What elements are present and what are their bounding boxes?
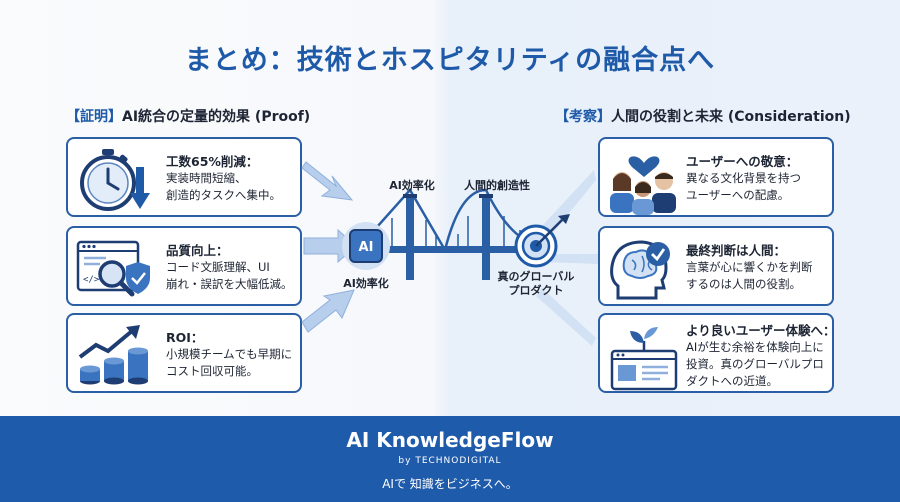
- card-line: ダクトへの近道。: [686, 374, 778, 388]
- window-plant-icon: [606, 323, 682, 391]
- growth-coins-chart-icon: [76, 323, 152, 391]
- card-line: 言葉が心に響くかを判断: [686, 260, 813, 274]
- card-line: 崩れ・誤訳を大幅低減。: [166, 277, 293, 291]
- target-icon: [514, 214, 570, 268]
- card-cost-reduction-text: 工数65%削減： 実装時間短縮、 創造的タスクへ集中。: [166, 153, 281, 204]
- card-line: 創造的タスクへ集中。: [166, 188, 281, 202]
- footer-banner: AI KnowledgeFlow by TECHNODIGITAL AIで 知識…: [0, 416, 900, 502]
- card-human-judgment-text: 最終判断は人間： 言葉が心に響くかを判断 するのは人間の役割。: [686, 242, 813, 293]
- stopwatch-down-arrow-icon: [76, 147, 152, 215]
- proof-heading: AI統合の定量的効果 (Proof): [122, 109, 311, 125]
- card-line: 小規模チームでも早期に: [166, 347, 293, 361]
- card-better-ux: より良いユーザー体験へ： AIが生む余裕を体験向上に 投資。真のグローバルプロ …: [598, 313, 836, 393]
- card-line: 投資。真のグローバルプロ: [686, 357, 824, 371]
- card-user-respect: ユーザーへの敬意： 異なる文化背景を持つ ユーザーへの配慮。: [598, 137, 834, 217]
- card-quality-improvement-text: 品質向上： コード文脈理解、UI 崩れ・誤訳を大幅低減。: [166, 242, 293, 293]
- consideration-section-label: 【考察】人間の役割と未来 (Consideration): [555, 106, 851, 126]
- proof-section-label: 【証明】AI統合の定量的効果 (Proof): [66, 106, 310, 126]
- ai-chip-text: AI: [359, 240, 374, 255]
- chip-label: AI効率化: [343, 277, 389, 290]
- target-label: 真のグローバル プロダクト: [486, 270, 586, 298]
- tower-right-label: 人間的創造性: [464, 179, 530, 192]
- target-label-line: 真のグローバル: [497, 270, 575, 283]
- card-title: 品質向上：: [166, 243, 229, 258]
- card-line: コスト回収可能。: [166, 364, 258, 378]
- card-line: 異なる文化背景を持つ: [686, 171, 801, 185]
- tower-left-label: AI効率化: [389, 179, 435, 192]
- convergence-arrows: [301, 161, 598, 346]
- bridge-diagram: AI: [301, 161, 598, 346]
- consideration-heading: 人間の役割と未来 (Consideration): [611, 109, 851, 125]
- card-line: ユーザーへの配慮。: [686, 188, 790, 202]
- card-title: ROI：: [166, 330, 204, 345]
- card-line: AIが生む余裕を体験向上に: [686, 340, 824, 354]
- card-human-judgment: 最終判断は人間： 言葉が心に響くかを判断 するのは人間の役割。: [598, 226, 834, 306]
- people-heart-icon: [606, 147, 682, 215]
- card-line: コード文脈理解、UI: [166, 260, 270, 274]
- card-user-respect-text: ユーザーへの敬意： 異なる文化背景を持つ ユーザーへの配慮。: [686, 153, 801, 204]
- card-title: より良いユーザー体験へ：: [686, 323, 836, 338]
- footer-brand: AI KnowledgeFlow: [346, 428, 554, 452]
- svg-text:</>: </>: [83, 275, 100, 285]
- card-cost-reduction: 工数65%削減： 実装時間短縮、 創造的タスクへ集中。: [66, 137, 302, 217]
- proof-bracket: 【証明】: [66, 109, 122, 125]
- footer-byline: by TECHNODIGITAL: [398, 456, 502, 466]
- consideration-bracket: 【考察】: [555, 109, 611, 125]
- card-better-ux-text: より良いユーザー体験へ： AIが生む余裕を体験向上に 投資。真のグローバルプロ …: [686, 322, 836, 390]
- card-line: 実装時間短縮、: [166, 171, 247, 185]
- target-label-line: プロダクト: [508, 284, 564, 297]
- card-quality-improvement: </> 品質向上： コード文脈理解、UI 崩れ・誤訳を大幅低減。: [66, 226, 302, 306]
- card-line: するのは人間の役割。: [686, 277, 801, 291]
- card-title: 工数65%削減：: [166, 154, 259, 169]
- slide-title: まとめ：技術とホスピタリティの融合点へ: [184, 45, 716, 76]
- footer-tagline: AIで 知識をビジネスへ。: [382, 477, 518, 491]
- head-brain-check-icon: [606, 236, 682, 304]
- ai-chip-icon: AI: [342, 222, 390, 270]
- card-title: 最終判断は人間：: [686, 243, 787, 258]
- card-roi: ROI： 小規模チームでも早期に コスト回収可能。: [66, 313, 302, 393]
- code-magnifier-shield-icon: </>: [76, 236, 152, 304]
- card-title: ユーザーへの敬意：: [686, 154, 799, 169]
- card-roi-text: ROI： 小規模チームでも早期に コスト回収可能。: [166, 329, 292, 380]
